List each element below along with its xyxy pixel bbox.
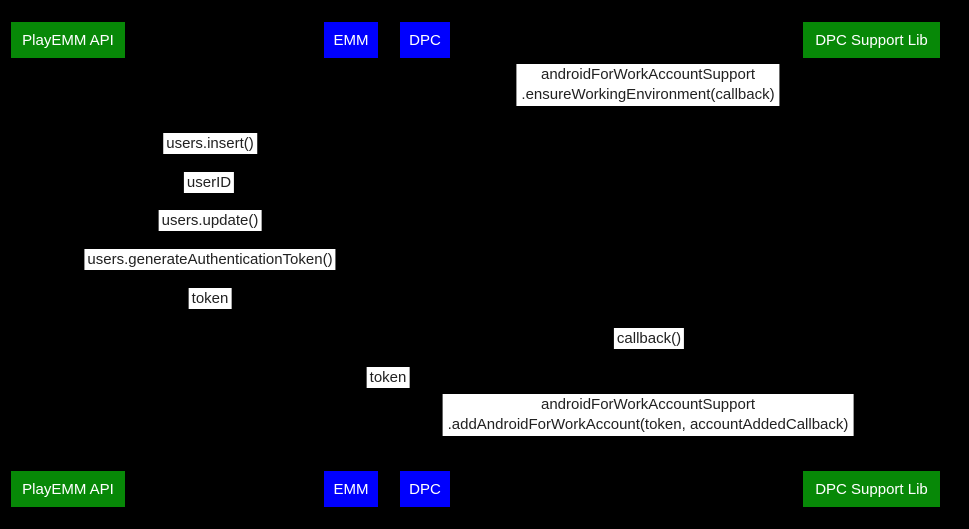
actor-playemm-api-top: PlayEMM API xyxy=(11,22,125,58)
actor-emm-top: EMM xyxy=(324,22,378,58)
message-line-2: .ensureWorkingEnvironment(callback) xyxy=(521,86,775,103)
message-ensure-working-environment: androidForWorkAccountSupport .ensureWork… xyxy=(516,64,780,106)
message-add-android-for-work-account: androidForWorkAccountSupport .addAndroid… xyxy=(442,394,854,436)
message-users-update: users.update() xyxy=(158,210,262,231)
actor-playemm-api-bottom: PlayEMM API xyxy=(11,471,125,507)
message-user-id: userID xyxy=(183,172,235,193)
message-users-insert: users.insert() xyxy=(163,133,257,154)
message-token-pass: token xyxy=(366,367,410,388)
message-line-2: .addAndroidForWorkAccount(token, account… xyxy=(447,416,849,433)
actor-dpc-top: DPC xyxy=(400,22,450,58)
message-line-1: androidForWorkAccountSupport xyxy=(541,396,755,413)
message-users-generate-authentication-token: users.generateAuthenticationToken() xyxy=(84,249,336,270)
actor-dpc-support-lib-bottom: DPC Support Lib xyxy=(803,471,940,507)
actor-emm-bottom: EMM xyxy=(324,471,378,507)
actor-dpc-support-lib-top: DPC Support Lib xyxy=(803,22,940,58)
actor-dpc-bottom: DPC xyxy=(400,471,450,507)
message-token-reply: token xyxy=(188,288,232,309)
message-line-1: androidForWorkAccountSupport xyxy=(540,66,755,83)
message-callback: callback() xyxy=(613,328,685,349)
